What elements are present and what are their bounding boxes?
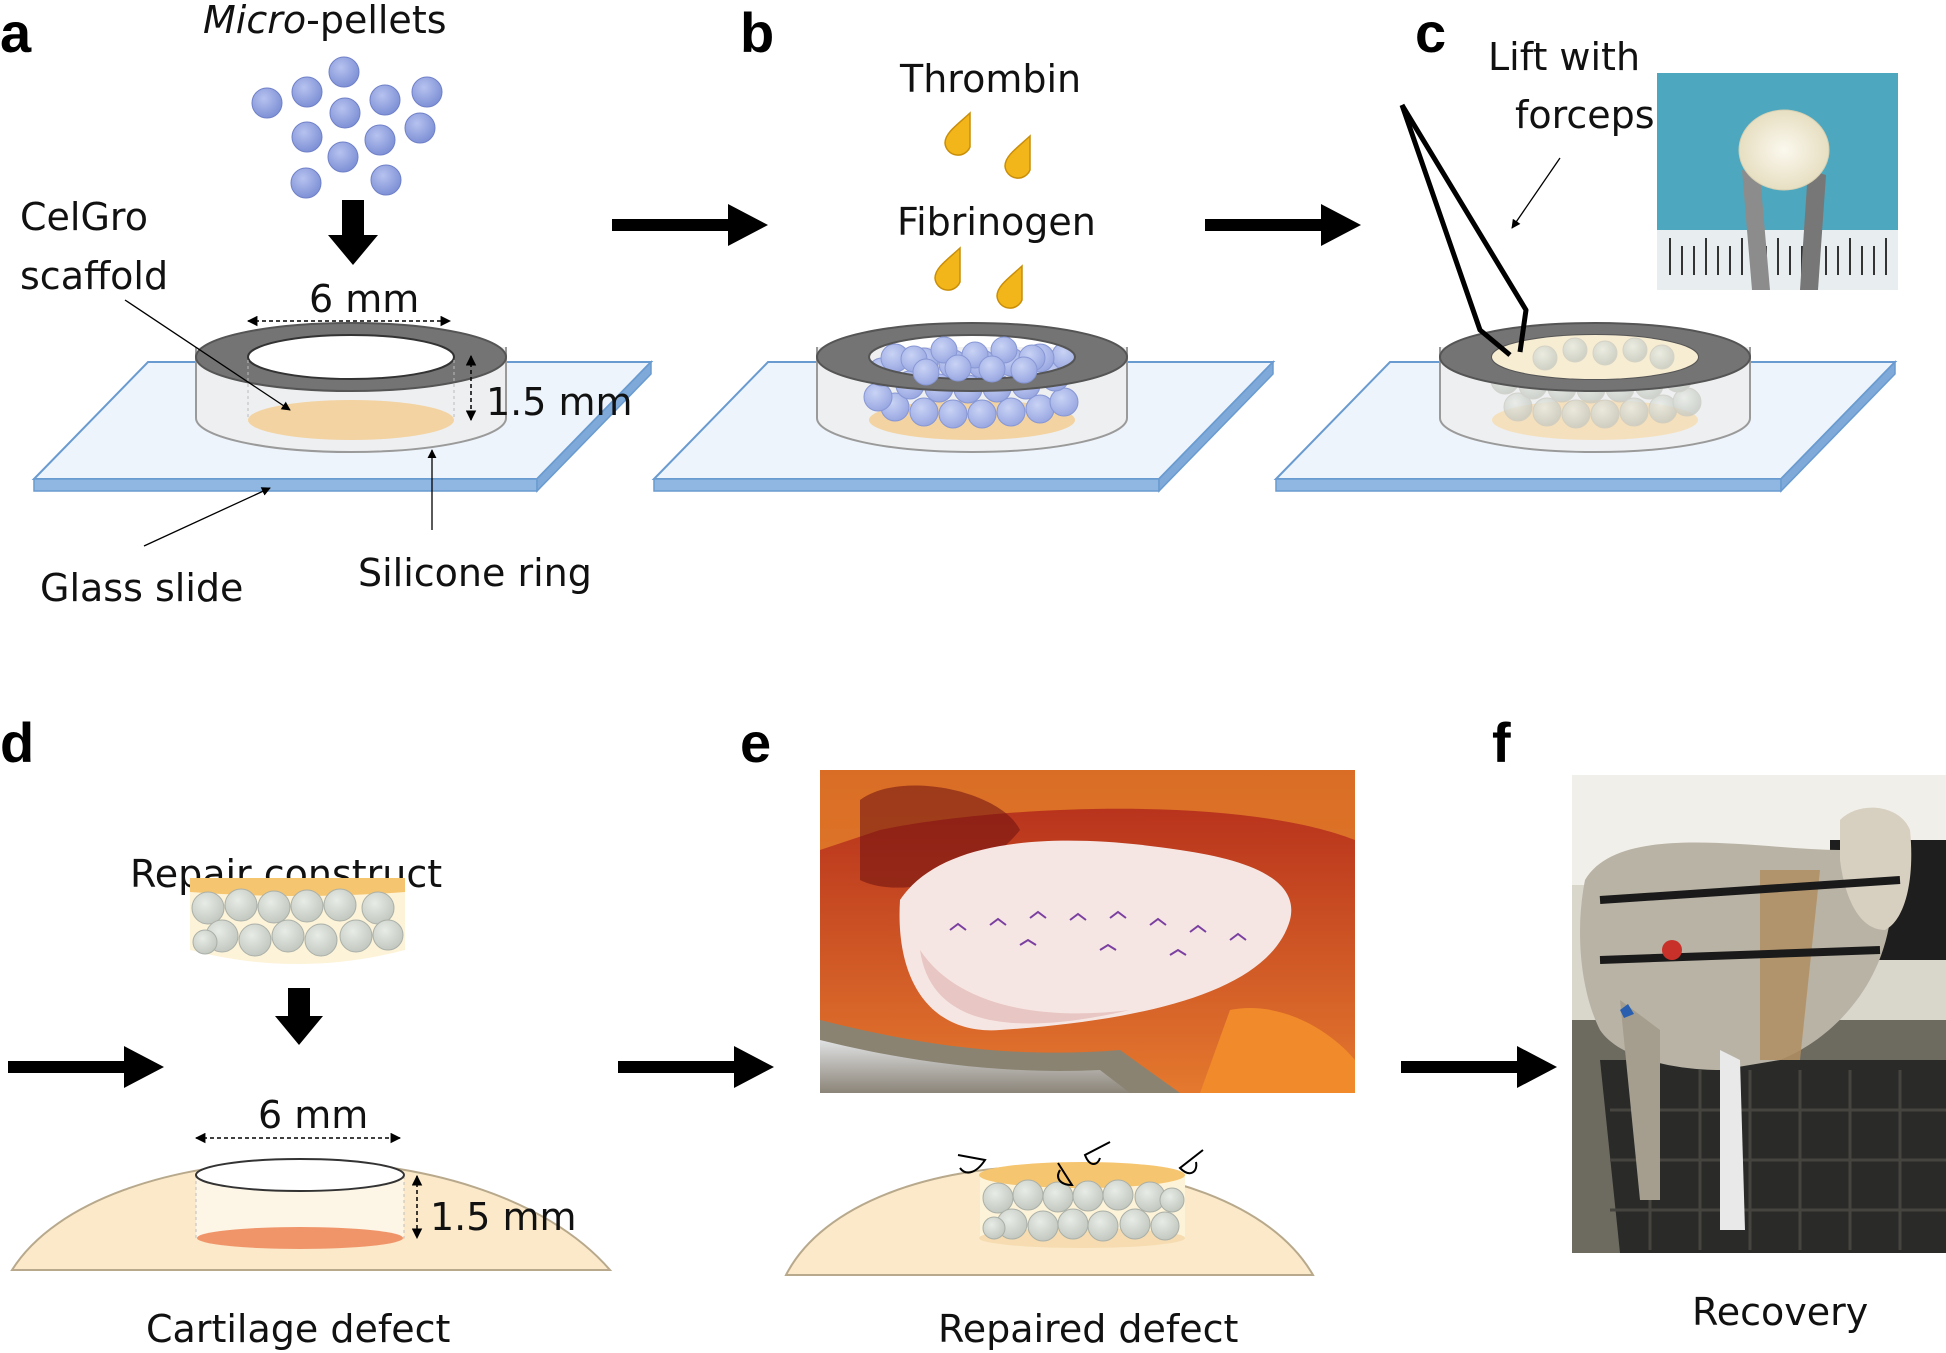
- diameter-label: 6 mm: [258, 1093, 368, 1137]
- panel-c: Lift with forceps: [1273, 35, 1898, 493]
- fibrinogen-label: Fibrinogen: [897, 200, 1096, 244]
- micro-pellets-label: Micro-pellets: [203, 0, 447, 42]
- repaired-defect-caption: Repaired defect: [938, 1307, 1238, 1351]
- glass-slide-label: Glass slide: [40, 566, 243, 610]
- cartilage-defect-caption: Cartilage defect: [146, 1307, 450, 1351]
- panel-a: Micro-pellets CelGro scaffold: [20, 0, 654, 610]
- step-arrow-e-to-f: [1401, 1046, 1557, 1088]
- panel-b: Thrombin Fibrinogen: [651, 57, 1276, 493]
- height-label: 1.5 mm: [486, 380, 633, 424]
- lift-label-line2: forceps: [1515, 93, 1655, 137]
- panel-label-c: c: [1415, 1, 1446, 64]
- panel-label-a: a: [0, 1, 32, 64]
- droplet-icon: [934, 246, 961, 291]
- thrombin-drops: [944, 111, 1031, 179]
- repaired-cartilage-schematic: [784, 1141, 1315, 1276]
- silicone-ring-with-pellets: [815, 322, 1129, 453]
- silicone-ring: [195, 322, 507, 453]
- height-label: 1.5 mm: [430, 1195, 577, 1239]
- panel-d: Repair construct 6 mm: [8, 852, 613, 1351]
- fibrinogen-drops: [934, 246, 1023, 309]
- droplet-icon: [1004, 134, 1031, 179]
- panel-label-b: b: [740, 1, 774, 64]
- forceps-icon: [1399, 103, 1529, 357]
- lift-label-line1: Lift with: [1488, 35, 1640, 79]
- silicone-ring-label: Silicone ring: [358, 551, 592, 595]
- defect-base: [197, 1227, 403, 1249]
- thrombin-label: Thrombin: [899, 57, 1081, 101]
- diameter-label: 6 mm: [309, 277, 419, 321]
- step-arrow-d-to-e: [618, 1046, 774, 1088]
- micro-pellets-cluster: [251, 56, 443, 199]
- sheep-recovery-photo: [1572, 775, 1946, 1253]
- panel-label-f: f: [1492, 711, 1511, 774]
- suture-icon: [957, 1141, 1204, 1187]
- droplet-icon: [996, 264, 1023, 309]
- panel-f: Recovery: [1572, 775, 1946, 1334]
- step-arrow-a-to-b: [612, 204, 768, 246]
- defect-opening: [195, 1158, 405, 1192]
- surgical-photo: [820, 770, 1355, 1093]
- panel-label-e: e: [740, 711, 771, 774]
- down-arrow-icon: [275, 988, 323, 1045]
- panel-e: Repaired defect: [784, 770, 1355, 1351]
- construct-photo-inset: [1657, 73, 1898, 290]
- celgro-scaffold: [248, 400, 454, 440]
- down-arrow-icon: [328, 200, 378, 265]
- cartilage-surface: [10, 1158, 613, 1271]
- droplet-icon: [944, 111, 971, 156]
- panel-label-d: d: [0, 711, 34, 774]
- recovery-caption: Recovery: [1692, 1290, 1868, 1334]
- scaffold-label-line2: scaffold: [20, 254, 168, 298]
- step-arrow-into-d: [8, 1046, 164, 1088]
- silicone-ring-with-construct: [1438, 322, 1752, 453]
- repair-construct: [190, 878, 405, 964]
- scaffold-label-line1: CelGro: [20, 195, 148, 239]
- step-arrow-b-to-c: [1205, 204, 1361, 246]
- top-pellets: [900, 336, 1046, 386]
